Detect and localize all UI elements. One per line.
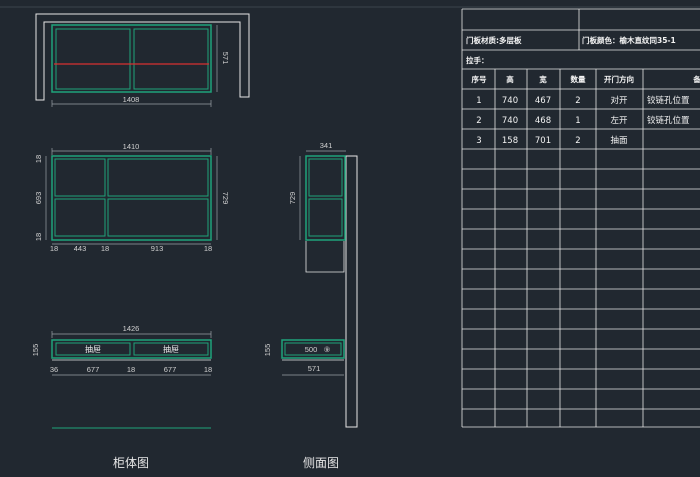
drawer-bottom-dim-1: 36: [50, 365, 58, 374]
side-cab-height-dim: 729: [288, 192, 297, 205]
side-drawer-symbol: ⑨: [324, 345, 331, 354]
top-height-dim: 571: [221, 52, 230, 65]
parts-table: [461, 8, 700, 428]
row3-height: 158: [502, 136, 518, 146]
mid-inner-height-dim: 693: [34, 192, 43, 205]
side-drawer-body: [281, 339, 345, 359]
drawer-front-2: [133, 342, 209, 356]
drawer-label-2: 抽屉: [163, 344, 179, 354]
header-qty: 数量: [571, 74, 586, 84]
mid-door-1: [54, 158, 106, 197]
row2-index: 2: [476, 116, 481, 126]
mid-bottom-dim-1: 18: [50, 244, 58, 253]
side-cabinet-body: [305, 155, 346, 241]
mid-door-2: [54, 198, 106, 237]
mid-door-3: [107, 158, 209, 197]
front-view-caption: 柜体图: [113, 456, 149, 470]
handle-label: 拉手：: [466, 55, 489, 65]
color-label: 门板颜色：榆木直纹同35-1: [582, 35, 676, 45]
row1-note: 铰链孔位置: [647, 95, 690, 106]
row3-index: 3: [476, 136, 481, 146]
top-cabinet-frame: [35, 13, 250, 101]
drawer-front-1: [55, 342, 131, 356]
table-grid: [462, 69, 700, 427]
mid-bottom-offset-dim: 18: [34, 233, 43, 241]
mid-door-4: [107, 198, 209, 237]
material-label: 门板材质:多层板: [466, 35, 522, 45]
top-width-dim: 1408: [123, 95, 140, 104]
drawer-body: [51, 339, 212, 359]
header-width: 宽: [539, 74, 547, 84]
mid-top-offset-dim: 18: [34, 155, 43, 163]
drawer-bottom-dim-5: 18: [204, 365, 212, 374]
drawer-front-view: [51, 331, 212, 429]
row3-direction: 抽面: [610, 135, 628, 146]
side-view: [281, 150, 358, 428]
mid-bottom-dim-4: 913: [151, 244, 164, 253]
row2-note: 铰链孔位置: [647, 115, 690, 126]
side-drawer-height-dim: 155: [263, 344, 272, 357]
drawer-bottom-dim-3: 18: [127, 365, 135, 374]
row1-height: 740: [502, 96, 518, 106]
side-drawer-inner-dim: 500: [305, 345, 318, 354]
drawer-bottom-dim-2: 677: [87, 365, 100, 374]
row2-qty: 1: [575, 116, 580, 126]
row1-width: 467: [535, 96, 551, 106]
row1-direction: 对开: [610, 95, 628, 106]
top-cabinet-view: [35, 13, 250, 107]
top-door-left: [55, 28, 131, 90]
drawer-bottom-dim-4: 677: [164, 365, 177, 374]
mid-total-width-dim: 1410: [123, 142, 140, 151]
row2-height: 740: [502, 116, 518, 126]
side-wall-panel: [345, 155, 358, 428]
row2-width: 468: [535, 116, 551, 126]
header-height: 高: [506, 74, 514, 84]
mid-bottom-dim-2: 443: [74, 244, 87, 253]
row2-direction: 左开: [610, 115, 628, 126]
row3-qty: 2: [575, 136, 580, 146]
row1-qty: 2: [575, 96, 580, 106]
row3-width: 701: [535, 136, 551, 146]
drawer-label-1: 抽屉: [85, 344, 101, 354]
drawer-total-width-dim: 1426: [123, 324, 140, 333]
row1-index: 1: [476, 96, 481, 106]
top-cabinet-body: [51, 24, 212, 93]
mid-height-dim: 729: [221, 192, 230, 205]
header-index: 序号: [472, 74, 487, 84]
header-note: 备: [692, 74, 700, 84]
side-view-caption: 侧面图: [303, 456, 339, 470]
mid-bottom-dim-5: 18: [204, 244, 212, 253]
side-drawer-depth-dim: 571: [308, 364, 321, 373]
mid-bottom-dim-3: 18: [101, 244, 109, 253]
mid-cabinet-view: [45, 148, 218, 245]
header-direction: 开门方向: [604, 74, 634, 84]
side-top-depth-dim: 341: [320, 141, 333, 150]
top-door-right: [133, 28, 209, 90]
drawer-height-dim: 155: [31, 344, 40, 357]
mid-cabinet-body: [51, 155, 212, 241]
